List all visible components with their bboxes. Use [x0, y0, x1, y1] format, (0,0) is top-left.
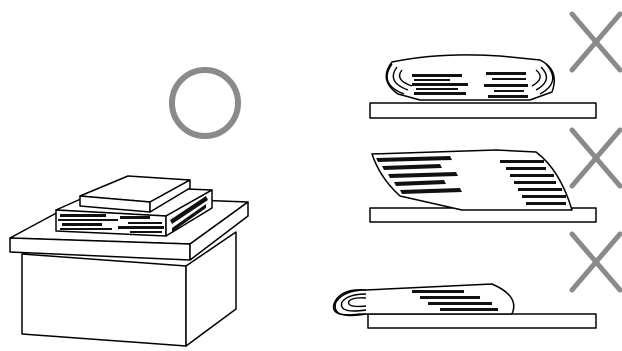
ok-circle-icon	[172, 70, 238, 136]
ng-cross-icon	[572, 234, 620, 290]
incorrect-overhanging-paper	[370, 130, 620, 222]
correct-storage-illustration	[10, 70, 248, 346]
ng-cross-icon	[572, 14, 620, 70]
shelf-board	[368, 314, 596, 328]
ng-cross-icon	[572, 130, 620, 186]
shelf-board	[370, 103, 596, 118]
incorrect-curled-both-ends	[370, 14, 620, 118]
incorrect-curled-one-end	[334, 234, 620, 328]
